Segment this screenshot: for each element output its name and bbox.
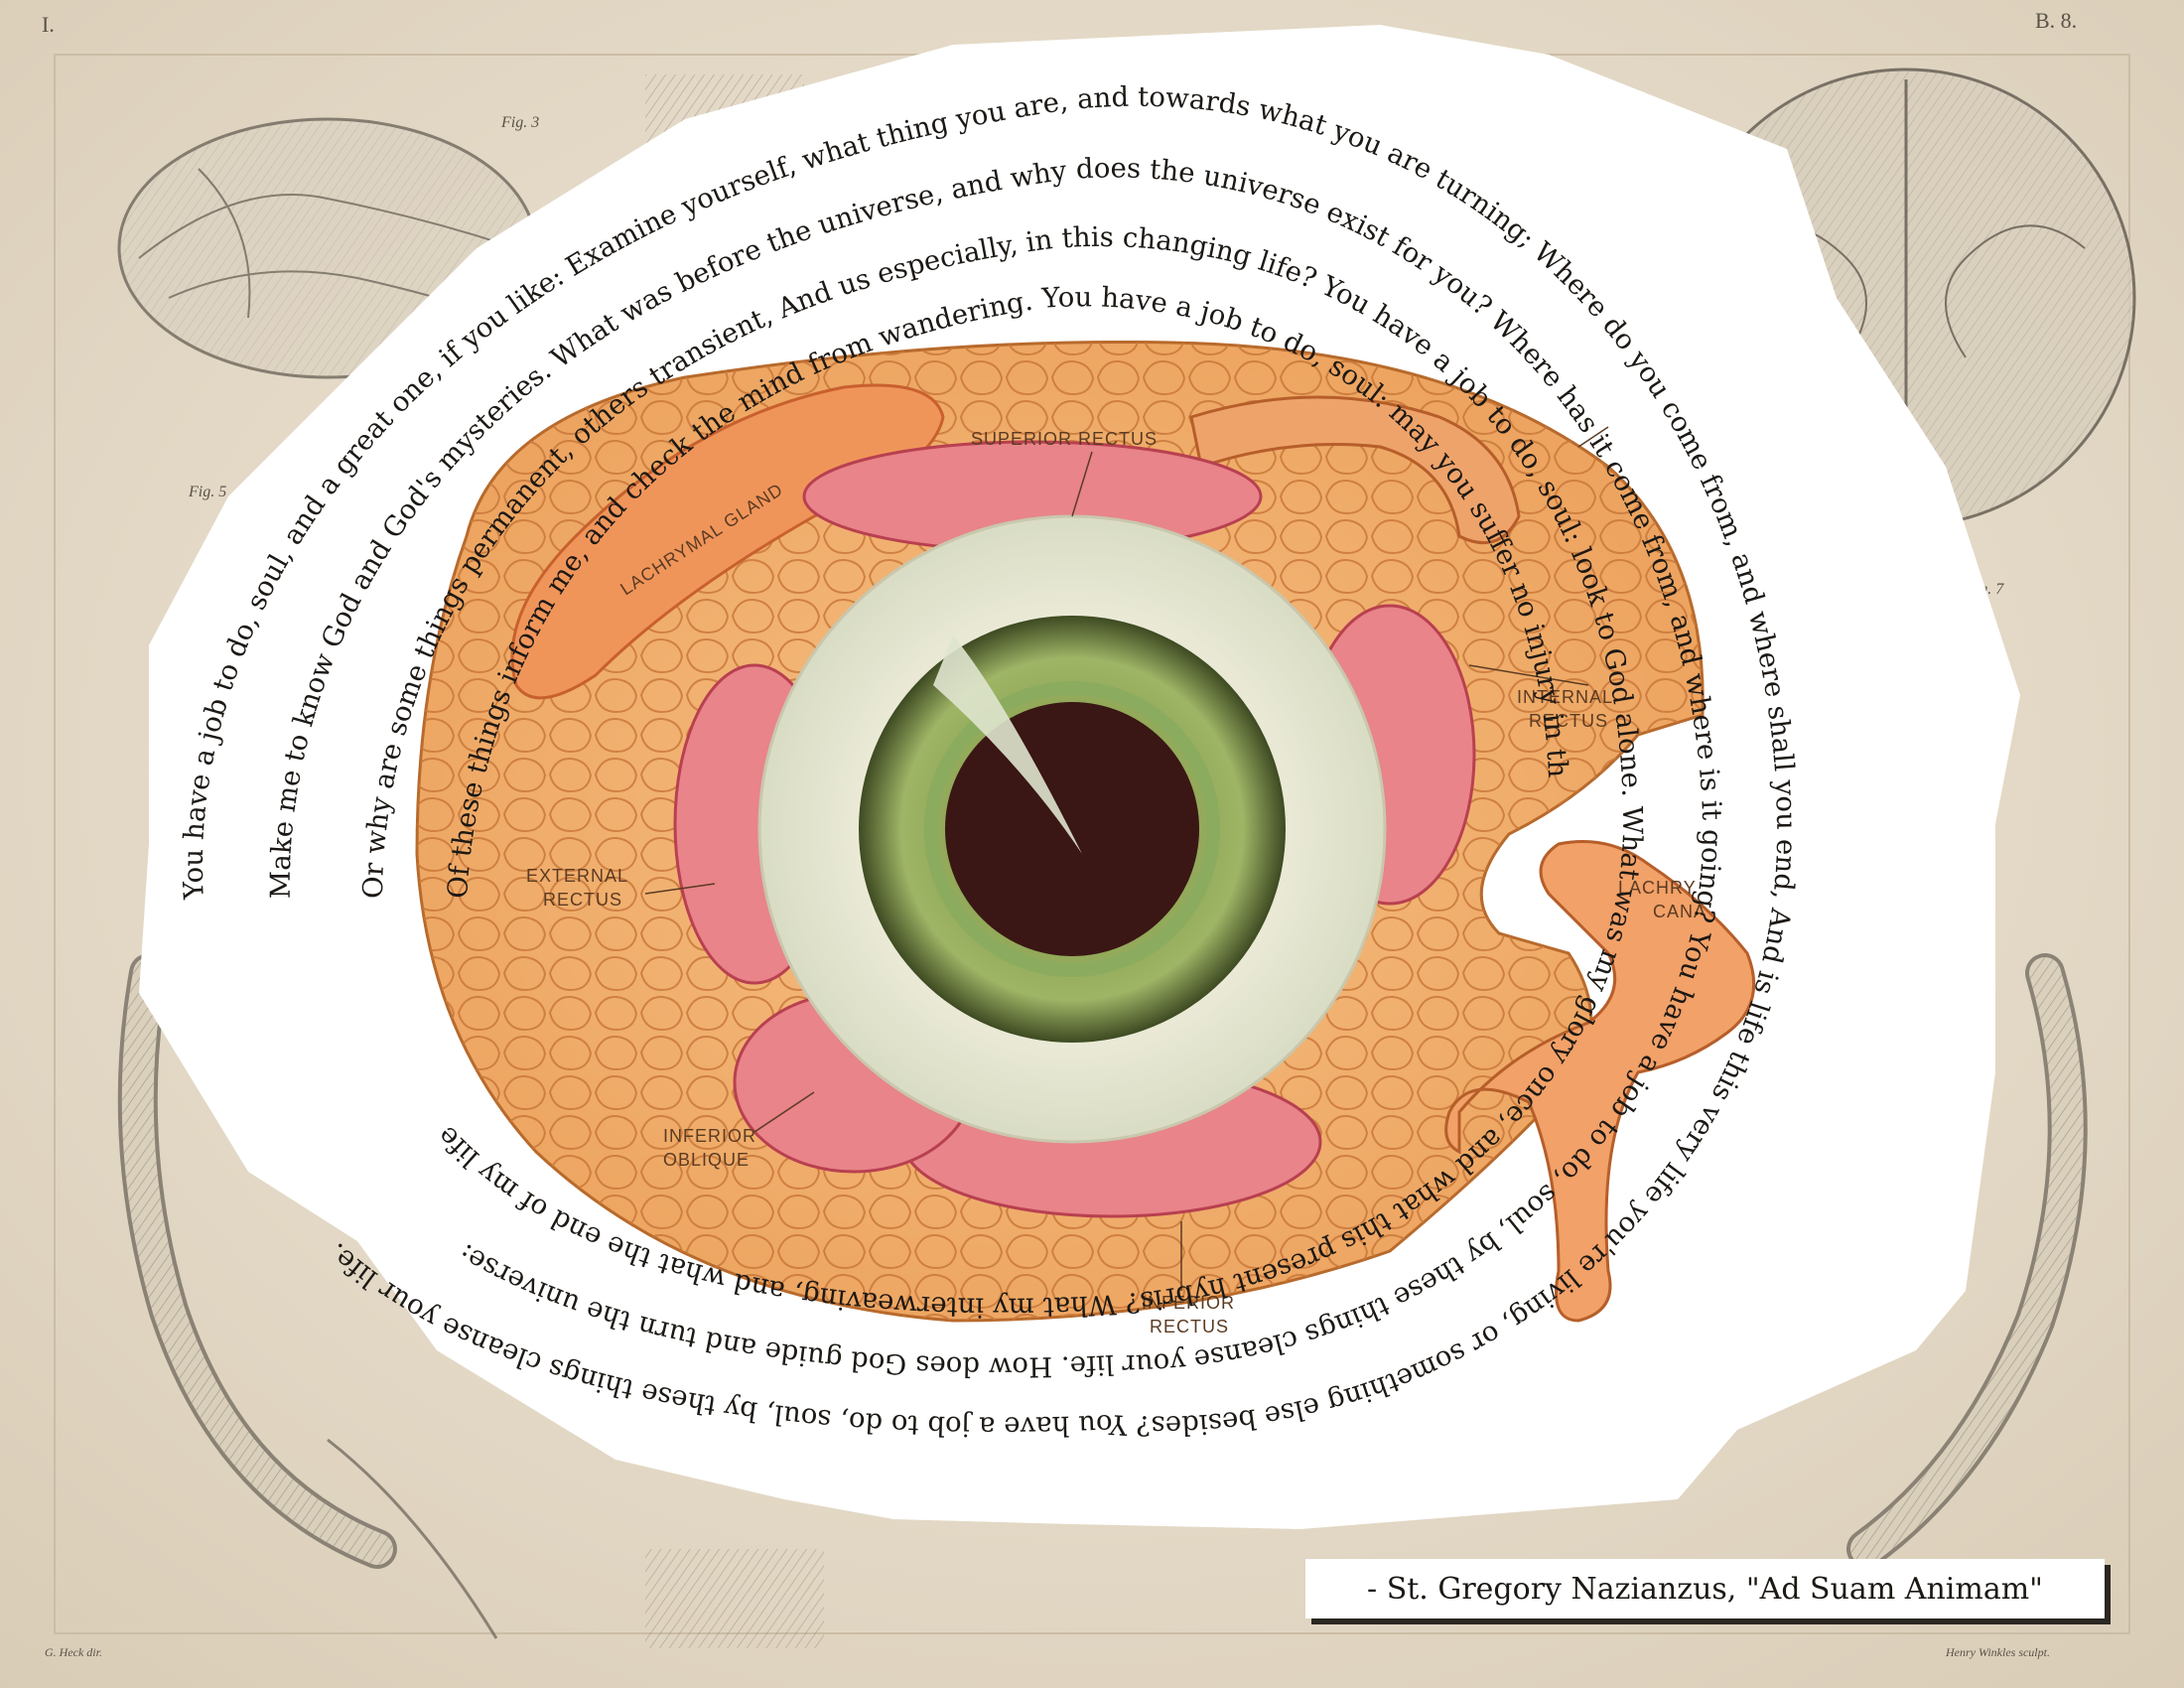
lachrymal-canal xyxy=(1444,840,1756,1323)
iris-ring xyxy=(924,681,1220,977)
oblique-tendon xyxy=(1189,395,1521,545)
label-leader-lines xyxy=(644,426,1609,1291)
label-external-rectus-1: EXTERNAL xyxy=(526,866,628,886)
label-external-rectus-2: RECTUS xyxy=(543,890,622,910)
label-lachrymal-canal-2: CANA xyxy=(1653,902,1706,921)
plate-signature-left: G. Heck dir. xyxy=(45,1645,102,1659)
engraved-intestines-right xyxy=(1846,953,2088,1569)
engraved-tissue-bottom xyxy=(645,1549,824,1648)
plate-signature-right: Henry Winkles sculpt. xyxy=(1945,1645,2050,1659)
attribution-caption: - St. Gregory Nazianzus, "Ad Suam Animam… xyxy=(1305,1559,2105,1618)
eye-illustration xyxy=(415,340,1756,1323)
label-inferior-rectus-2: RECTUS xyxy=(1150,1317,1229,1336)
plate-corner-right: B. 8. xyxy=(2035,8,2077,33)
label-internal-rectus-2: RECTUS xyxy=(1529,711,1608,731)
label-inferior-oblique-2: OBLIQUE xyxy=(663,1150,750,1170)
engraved-intestines-left xyxy=(117,953,498,1639)
label-inferior-rectus-1: INFERIOR xyxy=(1142,1293,1235,1313)
label-lachrymal-canal-1: LACHRY xyxy=(1618,878,1697,898)
lachrymal-gland xyxy=(510,383,945,700)
plate-corner-left: I. xyxy=(42,12,55,37)
pupil xyxy=(945,702,1199,956)
label-internal-rectus-1: INTERNAL xyxy=(1517,687,1613,707)
label-superior-rectus: SUPERIOR RECTUS xyxy=(971,429,1158,449)
plate-figure-5: Fig. 5 xyxy=(188,484,226,500)
optic-reflection xyxy=(933,635,1082,854)
label-inferior-oblique-1: INFERIOR xyxy=(663,1126,756,1146)
plate-figure-3: Fig. 3 xyxy=(500,114,539,131)
